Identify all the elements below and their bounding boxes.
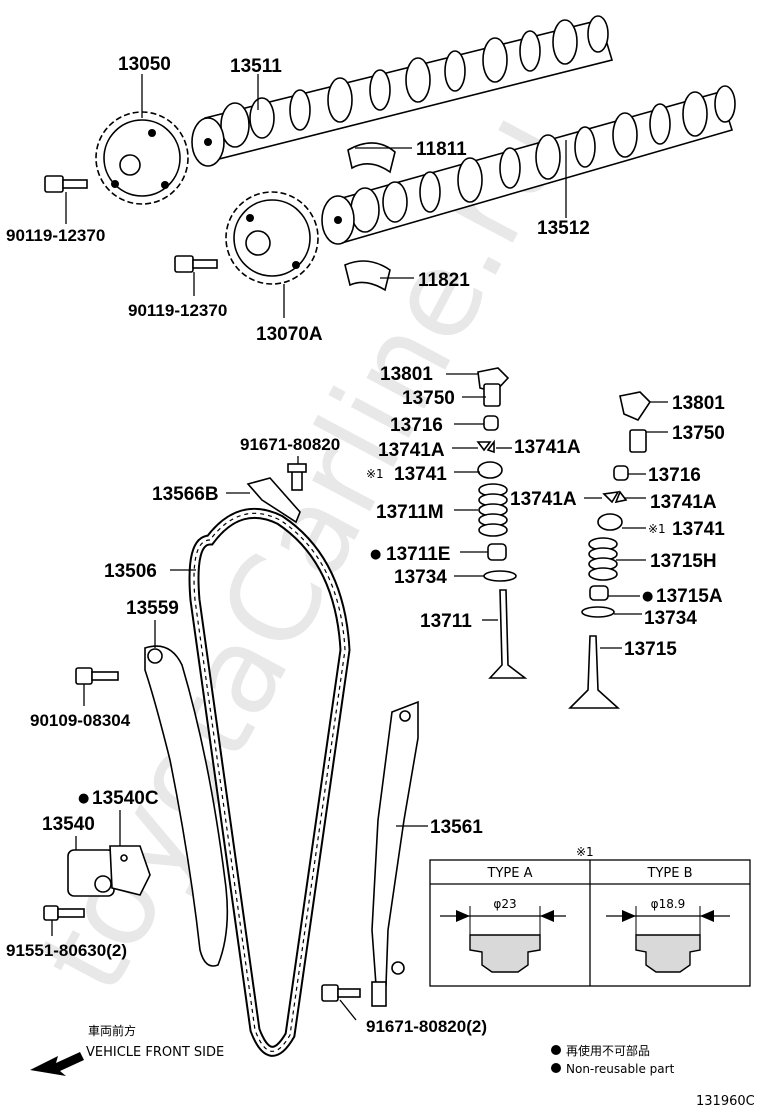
label-13561: 13561 [430,817,483,838]
label-13070A: 13070A [256,324,323,345]
label-13715A: 13715A [656,586,723,607]
label-13750-left: 13750 [402,388,455,409]
ref-mark-left: ※1 [366,467,384,481]
label-13559: 13559 [126,598,179,619]
non-reusable-dot-13540C: ● [78,791,89,806]
type-a-retainer: φ23 [440,897,566,973]
legend-jp: 再使用不可部品 [566,1043,650,1058]
label-91551: 91551-80630(2) [6,941,127,960]
bolt-90119-a [44,175,88,193]
bolt-91671-b [321,984,361,1002]
chain-guide-13566B [246,463,307,524]
type-a-heading: TYPE A [487,866,533,881]
label-91671-a: 91671-80820 [240,435,340,454]
label-13801-right: 13801 [672,393,725,414]
exhaust-camshaft [321,85,736,245]
label-13750-right: 13750 [672,423,725,444]
chain-tensioner-13540 [67,845,151,897]
label-13741A-left-2: 13741A [514,437,581,458]
front-arrow-icon [30,1052,84,1076]
front-jp: 車両前方 [88,1023,136,1038]
intake-camshaft [191,15,614,167]
label-13741-right: 13741 [672,519,725,540]
chain-guide-13561 [371,700,419,1007]
non-reusable-dot-13711E: ● [370,547,381,562]
label-13540: 13540 [42,814,95,835]
type-table-ref: ※1 [576,845,594,859]
legend: 再使用不可部品 Non-reusable part [551,1043,675,1076]
bolt-90119-b [174,255,218,273]
vvt-gear-13070A [225,191,319,285]
front-en: VEHICLE FRONT SIDE [86,1045,224,1060]
label-13711M: 13711M [376,502,444,523]
vvt-gear-13050 [95,111,189,205]
bearing-11821 [344,260,391,292]
label-13801-left: 13801 [380,364,433,385]
valve-train-left [476,367,528,679]
label-13050: 13050 [118,54,171,75]
type-a-diameter: φ23 [493,897,516,911]
label-11821: 11821 [418,270,470,291]
label-11811: 11811 [416,139,467,160]
diagram-id: 131960C [696,1094,755,1109]
bolt-91551 [43,905,85,921]
label-13734-left: 13734 [394,567,447,588]
label-13711: 13711 [420,611,472,632]
label-13716-right: 13716 [648,465,701,486]
label-13540C: 13540C [92,788,159,809]
type-table: ※1 TYPE A TYPE B φ23 φ18.9 [429,845,751,987]
leader-lines [51,74,668,1021]
type-b-diameter: φ18.9 [651,897,686,911]
label-13716-left: 13716 [390,415,443,436]
valve-train-right [568,391,652,709]
vehicle-front-indicator: 車両前方 VEHICLE FRONT SIDE [30,1023,224,1076]
ref-mark-right: ※1 [648,522,666,536]
label-13741A-right-1: 13741A [510,489,577,510]
label-13566B: 13566B [152,484,219,505]
tensioner-arm-13559 [144,645,229,967]
non-reusable-dot-13715A: ● [642,589,653,604]
label-90119-a: 90119-12370 [6,226,105,245]
label-13741A-left-1: 13741A [378,440,445,461]
label-13512: 13512 [537,218,590,239]
label-13741-left: 13741 [394,464,447,485]
type-b-retainer: φ18.9 [606,897,730,973]
timing-chain-13506 [188,507,351,1057]
label-13711E: 13711E [386,544,450,565]
label-13734-right: 13734 [644,608,697,629]
legend-en: Non-reusable part [566,1062,675,1076]
bolt-90109 [75,667,119,685]
label-91671-b: 91671-80820(2) [366,1017,487,1036]
label-13715: 13715 [624,639,677,660]
type-b-heading: TYPE B [647,866,693,881]
label-13506: 13506 [104,561,157,582]
label-13511: 13511 [230,56,282,77]
bearing-11811 [347,142,396,174]
label-90109: 90109-08304 [30,711,131,730]
label-90119-b: 90119-12370 [128,301,227,320]
label-13715H: 13715H [650,551,717,572]
label-13741A-right-2: 13741A [650,492,717,513]
